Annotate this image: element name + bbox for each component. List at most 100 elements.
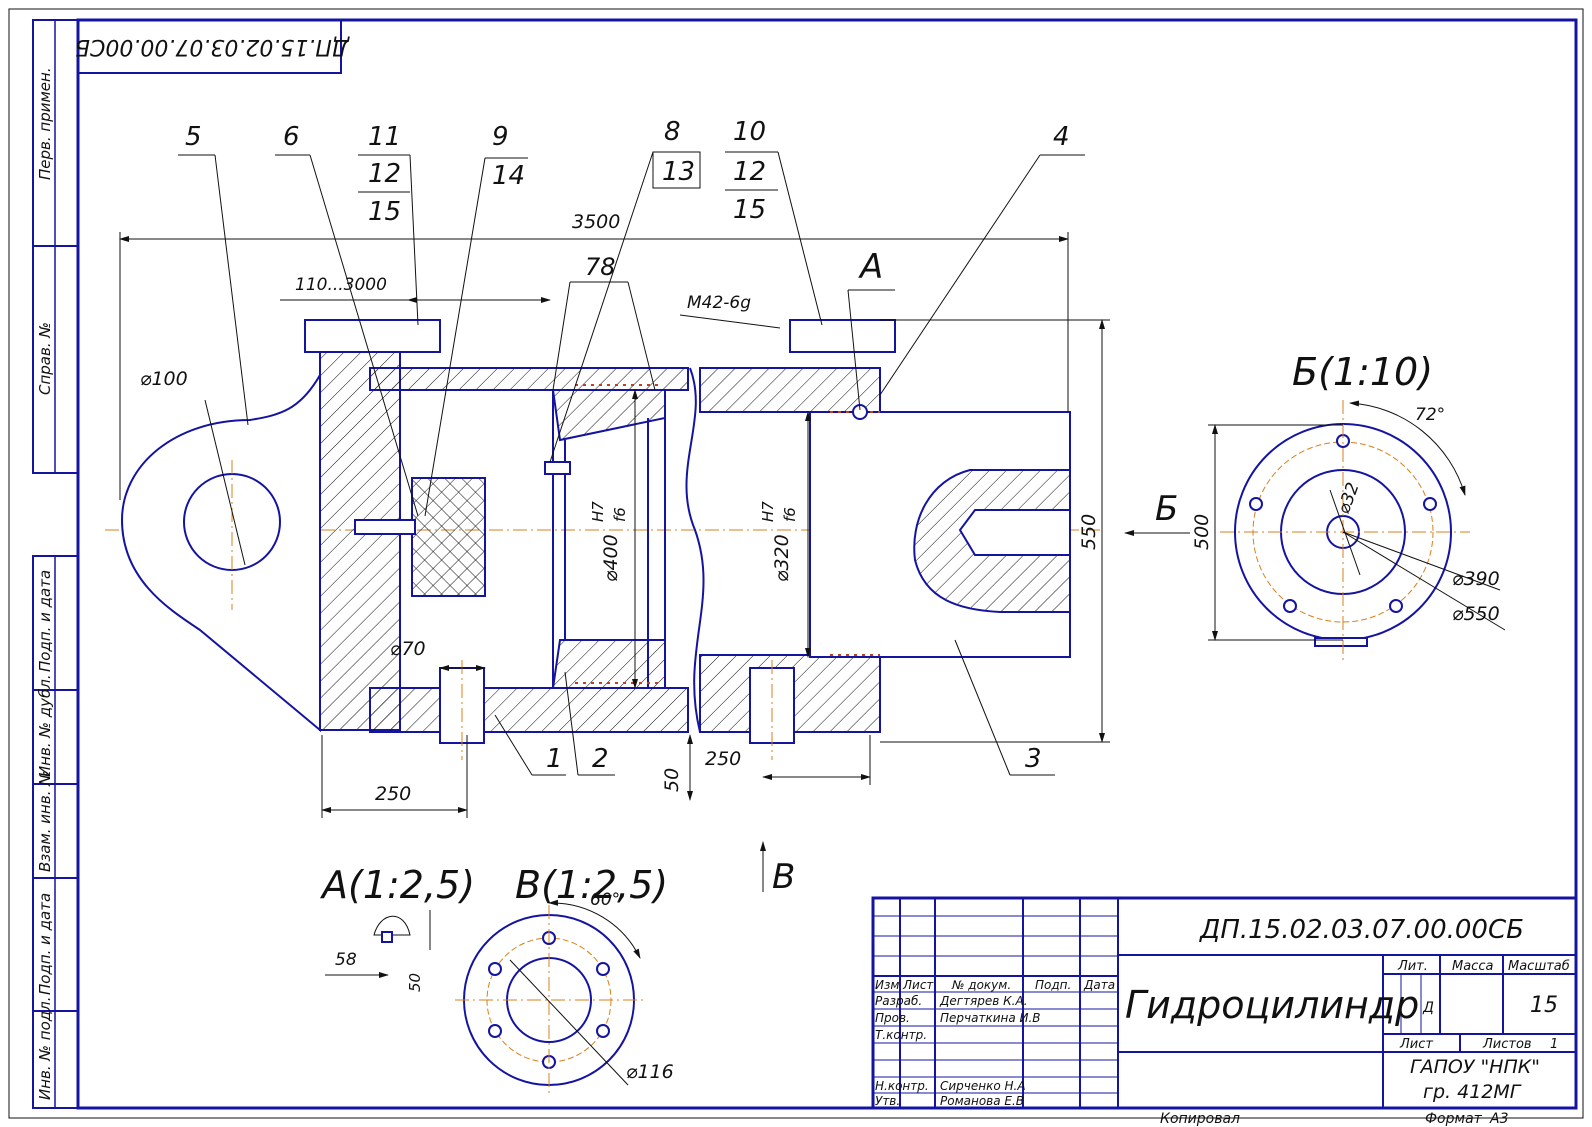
pos-10: 10: [733, 117, 766, 147]
title-block: Изм Лист № докум. Подп. Дата Разраб. Дег…: [871, 896, 1578, 1110]
pos-4: 4: [1053, 122, 1070, 152]
tb-tkontr-label: Т.контр.: [875, 1028, 927, 1042]
dim-fit-f6-b: f6: [781, 507, 799, 522]
tb-title: Гидроцилиндр: [1125, 983, 1419, 1027]
dim-50-small: 50: [406, 973, 424, 992]
bolt-6: [354, 519, 416, 535]
view-v: В(1:2,5) ⌀116 60°: [455, 863, 674, 1095]
dim-angle-72: 72°: [1415, 405, 1445, 425]
tie-flange-left: [304, 319, 441, 353]
pos-3: 3: [1025, 744, 1042, 774]
tb-lit-value: Д: [1422, 1000, 1434, 1016]
break-line: [685, 367, 705, 733]
position-leaders: 5 6 11 12 15 9 14 8 13 10 12 15 4 1 2: [178, 117, 1085, 776]
tb-razrab-label: Разраб.: [875, 994, 922, 1008]
pos-12a: 12: [368, 159, 401, 189]
section-a-mark: А: [858, 247, 883, 287]
view-v-title: В(1:2,5): [515, 863, 668, 907]
dim-angle-60: 60°: [590, 890, 620, 910]
tb-col-dokum: № докум.: [951, 978, 1011, 992]
tie-flange-right: [789, 319, 896, 353]
dim-stroke: 110...3000: [295, 275, 387, 295]
barrel-top-right: [699, 367, 881, 413]
main-view: [105, 319, 1100, 760]
section-markers: А Б В: [760, 247, 1190, 897]
arrow-b-label: Б: [1155, 489, 1178, 529]
pos-9: 9: [492, 122, 509, 152]
pos-2: 2: [592, 744, 609, 774]
dim-d550: ⌀550: [1452, 603, 1500, 625]
pos-11: 11: [368, 122, 401, 152]
pos-1: 1: [546, 744, 563, 774]
tb-sheets-value: 1: [1550, 1037, 1558, 1052]
tb-prov-name: Перчаткина И.В: [940, 1011, 1041, 1025]
dim-500: 500: [1191, 514, 1213, 550]
side-label-inv-podl: Инв. № подл.: [36, 997, 54, 1100]
pos-12b: 12: [733, 157, 766, 187]
dim-3500: 3500: [572, 211, 620, 233]
tb-scale-value: 15: [1530, 993, 1558, 1018]
tb-list-label: Лист: [1399, 1037, 1433, 1052]
tb-nkontr-name: Сирченко Н.А: [940, 1079, 1026, 1093]
dim-d116: ⌀116: [626, 1061, 674, 1083]
pos-6: 6: [283, 122, 300, 152]
pos-13: 13: [662, 157, 695, 187]
tb-masshtab-label: Масштаб: [1508, 959, 1570, 974]
dim-d400: ⌀400: [600, 534, 622, 582]
dim-58: 58: [335, 950, 357, 970]
tb-nkontr-label: Н.контр.: [875, 1079, 929, 1093]
dim-fit-h7-b: H7: [759, 501, 777, 522]
arrow-v-label: В: [772, 857, 795, 897]
barrel-top-left: [369, 367, 689, 391]
tb-massa-label: Масса: [1452, 959, 1493, 974]
dim-fit-h7-a: H7: [589, 501, 607, 522]
tb-razrab-name: Дегтярев К.А.: [939, 994, 1028, 1008]
side-label-perv-primen: Перв. примен.: [36, 67, 54, 180]
side-label-podp-data-2: Подп. и дата: [36, 893, 54, 995]
view-b: Б(1:10) 500 ⌀32 ⌀390 ⌀550 72°: [1191, 350, 1506, 660]
tb-col-list: Лист: [902, 978, 934, 992]
tb-prov-label: Пров.: [875, 1011, 910, 1025]
dim-d100: ⌀100: [140, 368, 188, 390]
pos-14: 14: [492, 161, 525, 191]
tb-group: гр. 412МГ: [1423, 1081, 1522, 1103]
tb-listov-label: Листов: [1482, 1037, 1532, 1052]
dim-fit-f6-a: f6: [611, 507, 629, 522]
tb-organization: ГАПОУ "НПК": [1410, 1056, 1540, 1078]
dim-250-right: 250: [705, 748, 741, 770]
view-a-title: А(1:2,5): [319, 863, 475, 907]
top-designation-box: ДП.15.02.03.07.00.00СБ: [75, 19, 350, 74]
side-strip: Перв. примен. Справ. № Подп. и дата Инв.…: [32, 19, 79, 1109]
tb-utv-name: Романова Е.В: [940, 1094, 1024, 1108]
dim-d320: ⌀320: [771, 534, 793, 582]
pos-15a: 15: [368, 197, 401, 227]
side-label-vzam-inv: Взам. инв. №: [36, 770, 54, 872]
pos-5: 5: [185, 122, 202, 152]
side-label-inv-dubl: Инв. № дубл.: [36, 674, 54, 777]
tb-utv-label: Утв.: [875, 1094, 900, 1108]
tb-lit-label: Лит.: [1397, 959, 1428, 974]
format-label: Формат: [1425, 1111, 1483, 1127]
main-dimensions: 3500 110...3000 М42-6g ⌀100 ⌀70 ⌀400 H7 …: [119, 211, 1110, 818]
side-label-sprav: Справ. №: [36, 322, 54, 395]
tb-col-izm: Изм: [875, 978, 899, 992]
side-label-podp-data-1: Подп. и дата: [36, 570, 54, 672]
dim-d390: ⌀390: [1452, 568, 1500, 590]
pos-8: 8: [664, 117, 681, 147]
dim-thread: М42-6g: [687, 293, 751, 313]
top-designation-text: ДП.15.02.03.07.00.00СБ: [75, 34, 350, 59]
dim-d70: ⌀70: [390, 638, 426, 660]
tb-col-data: Дата: [1083, 978, 1115, 992]
tb-designation: ДП.15.02.03.07.00.00СБ: [1199, 915, 1524, 945]
barrel-bottom-left: [369, 687, 689, 733]
format-value: А3: [1489, 1111, 1508, 1127]
pos-15b: 15: [733, 195, 766, 225]
bottom-strip: Копировал Формат А3: [1160, 1111, 1508, 1127]
kopiroval-label: Копировал: [1160, 1111, 1240, 1127]
dim-250-left: 250: [375, 783, 411, 805]
dim-50: 50: [661, 768, 683, 792]
dim-550: 550: [1078, 514, 1100, 550]
weld-78: 78: [585, 253, 616, 281]
view-a: А(1:2,5) 58 50: [319, 863, 475, 992]
